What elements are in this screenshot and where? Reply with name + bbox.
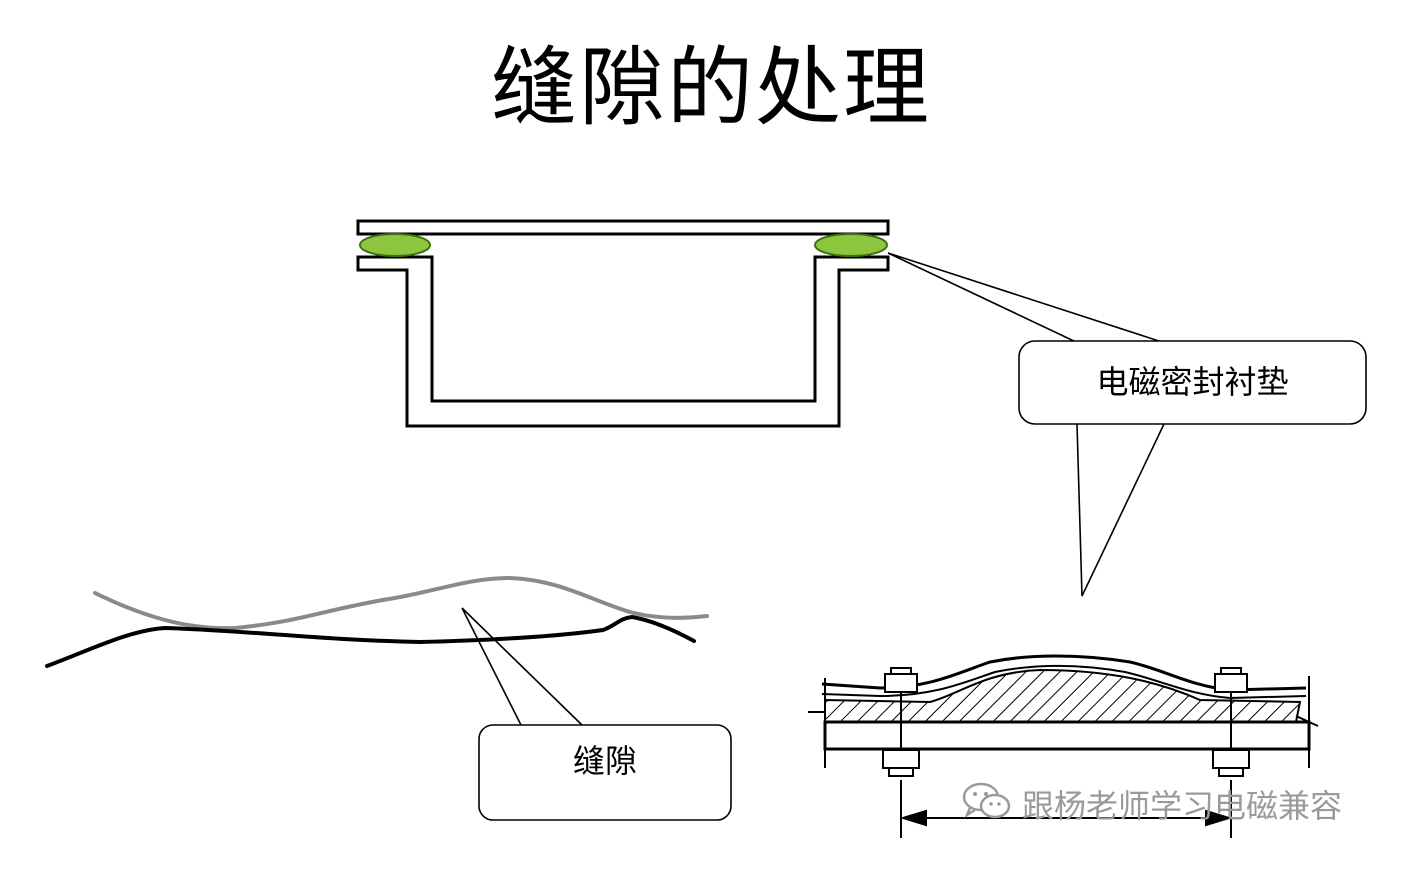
gap-callout-box [478, 724, 732, 821]
enclosure-cross-section [356, 219, 890, 428]
cover-sheet-inner [821, 665, 1307, 700]
gap-callout-label: 缝隙 [572, 742, 637, 780]
box-body-outline [356, 255, 890, 428]
right-tick [1295, 715, 1319, 727]
gap-surfaces [45, 575, 709, 668]
gasket-seam-illustration [808, 654, 1319, 838]
cover-sheet-outer [821, 654, 1307, 692]
hatched-gasket [824, 668, 1302, 723]
watermark: 跟杨老师学习电磁兼容 [960, 782, 1342, 826]
wechat-icon [960, 780, 1014, 828]
dimension-line [899, 780, 1233, 838]
gasket-callout-box [1018, 340, 1367, 425]
upper-surface-line [93, 575, 709, 631]
right-bolt [1212, 667, 1250, 777]
gasket-right [814, 233, 888, 257]
lid-plate [356, 219, 890, 236]
gasket-left [359, 233, 431, 257]
watermark-text: 跟杨老师学习电磁兼容 [1022, 787, 1343, 825]
gap-callout [461, 607, 732, 821]
gasket-callout-pointer-top [887, 252, 1163, 343]
gap-callout-pointer [461, 607, 583, 726]
gasket-callout [887, 252, 1367, 597]
left-bolt [882, 667, 920, 777]
base-plate [823, 720, 1311, 751]
page-title: 缝隙的处理 [491, 38, 931, 138]
lower-surface-line [45, 614, 696, 668]
gasket-callout-pointer-bottom [1076, 423, 1165, 597]
gasket-callout-label: 电磁密封衬垫 [1096, 363, 1289, 401]
